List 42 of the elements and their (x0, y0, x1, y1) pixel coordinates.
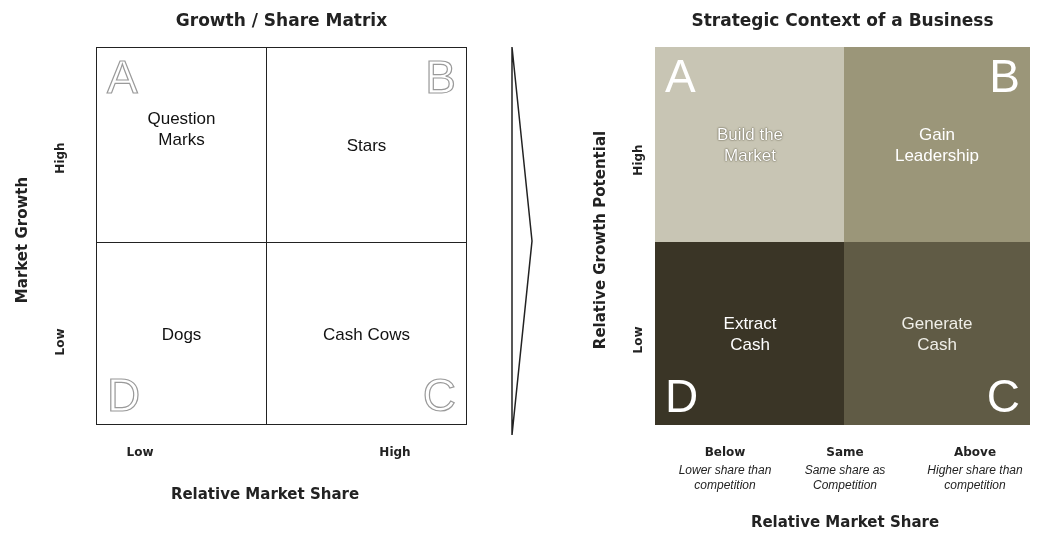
axis-tick-label: High (379, 445, 411, 459)
axis-tick-label: Low (53, 328, 67, 356)
axis-tick-label: Below (704, 445, 746, 459)
chevron-arrow (511, 46, 533, 436)
quadrant-letter: C (422, 372, 456, 418)
quadrant-label: Build the Market (715, 124, 785, 166)
quadrant-box (96, 242, 267, 425)
chart-title: Strategic Context of a Business (691, 10, 994, 30)
quadrant-letter: A (665, 53, 696, 99)
axis-tick-label: High (53, 142, 67, 174)
quadrant-label: Dogs (160, 323, 203, 344)
note-text: Lower share than competition (677, 463, 773, 493)
note-text: Same share as Competition (803, 463, 887, 493)
axis-tick-label: Low (126, 445, 154, 459)
axis-tick-label: Low (631, 326, 645, 354)
quadrant-letter: A (107, 54, 138, 100)
axis-title: Relative Growth Potential (591, 130, 609, 350)
quadrant-label: Question Marks (146, 108, 217, 151)
chart-title: Growth / Share Matrix (175, 10, 388, 30)
axis-title: Relative Market Share (750, 513, 940, 531)
quadrant-box (266, 47, 467, 243)
quadrant-letter: B (425, 54, 456, 100)
axis-title: Market Growth (13, 176, 31, 304)
quadrant-label: Stars (345, 134, 388, 156)
axis-tick-label: Same (826, 445, 864, 459)
quadrant-letter: D (665, 373, 699, 419)
quadrant-box (655, 47, 845, 243)
note-text: Higher share than competition (926, 463, 1024, 493)
quadrant-letter: D (107, 372, 141, 418)
quadrant-letter: C (986, 373, 1020, 419)
quadrant-box (266, 242, 467, 425)
quadrant-box (844, 47, 1030, 243)
quadrant-box (96, 47, 267, 243)
quadrant-box (844, 242, 1030, 425)
quadrant-label: Gain Leadership (893, 124, 981, 166)
axis-title: Relative Market Share (170, 485, 360, 503)
axis-tick-label: Above (953, 445, 997, 459)
quadrant-letter: B (989, 53, 1020, 99)
quadrant-label: Extract Cash (722, 312, 778, 355)
quadrant-label: Cash Cows (322, 323, 411, 344)
quadrant-box (655, 242, 845, 425)
quadrant-label: Generate Cash (900, 312, 974, 355)
